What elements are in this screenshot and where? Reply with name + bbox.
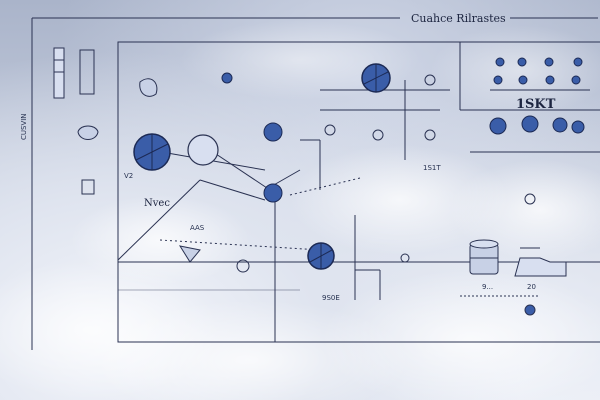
value-label-bottom-center: 9S0E (322, 294, 340, 302)
mini-node-d (372, 129, 384, 141)
left-side-label: CUSVIN (20, 113, 28, 140)
value-label-bottom-right: 20 (527, 283, 536, 291)
diagram-title: Cuahce Rilrastes (411, 12, 506, 25)
mini-node-g (400, 253, 410, 263)
value-label-top-right: 1SKT (516, 97, 556, 112)
mini-node-a (221, 72, 233, 84)
mini-node-c (424, 74, 436, 86)
frame-lines (31, 17, 600, 350)
small-node-1 (263, 122, 283, 142)
top-right-cluster (489, 57, 590, 135)
left-icons (53, 47, 250, 273)
mini-node-e (424, 129, 436, 141)
nodes (133, 63, 536, 270)
nvec-label: Nvec (144, 198, 170, 209)
cloud-background (0, 20, 600, 400)
small-node-2 (263, 183, 283, 203)
value-label-mid-right: 1S1T (423, 164, 441, 172)
small-label-arrow: 9... (482, 283, 493, 291)
mini-node-b (324, 124, 336, 136)
small-label-left: V2 (124, 172, 133, 180)
mini-node-f (524, 193, 536, 205)
hub-node-outline (187, 134, 219, 166)
small-label-lower: AAS (190, 224, 205, 232)
equipment-bottom-right (469, 239, 567, 316)
